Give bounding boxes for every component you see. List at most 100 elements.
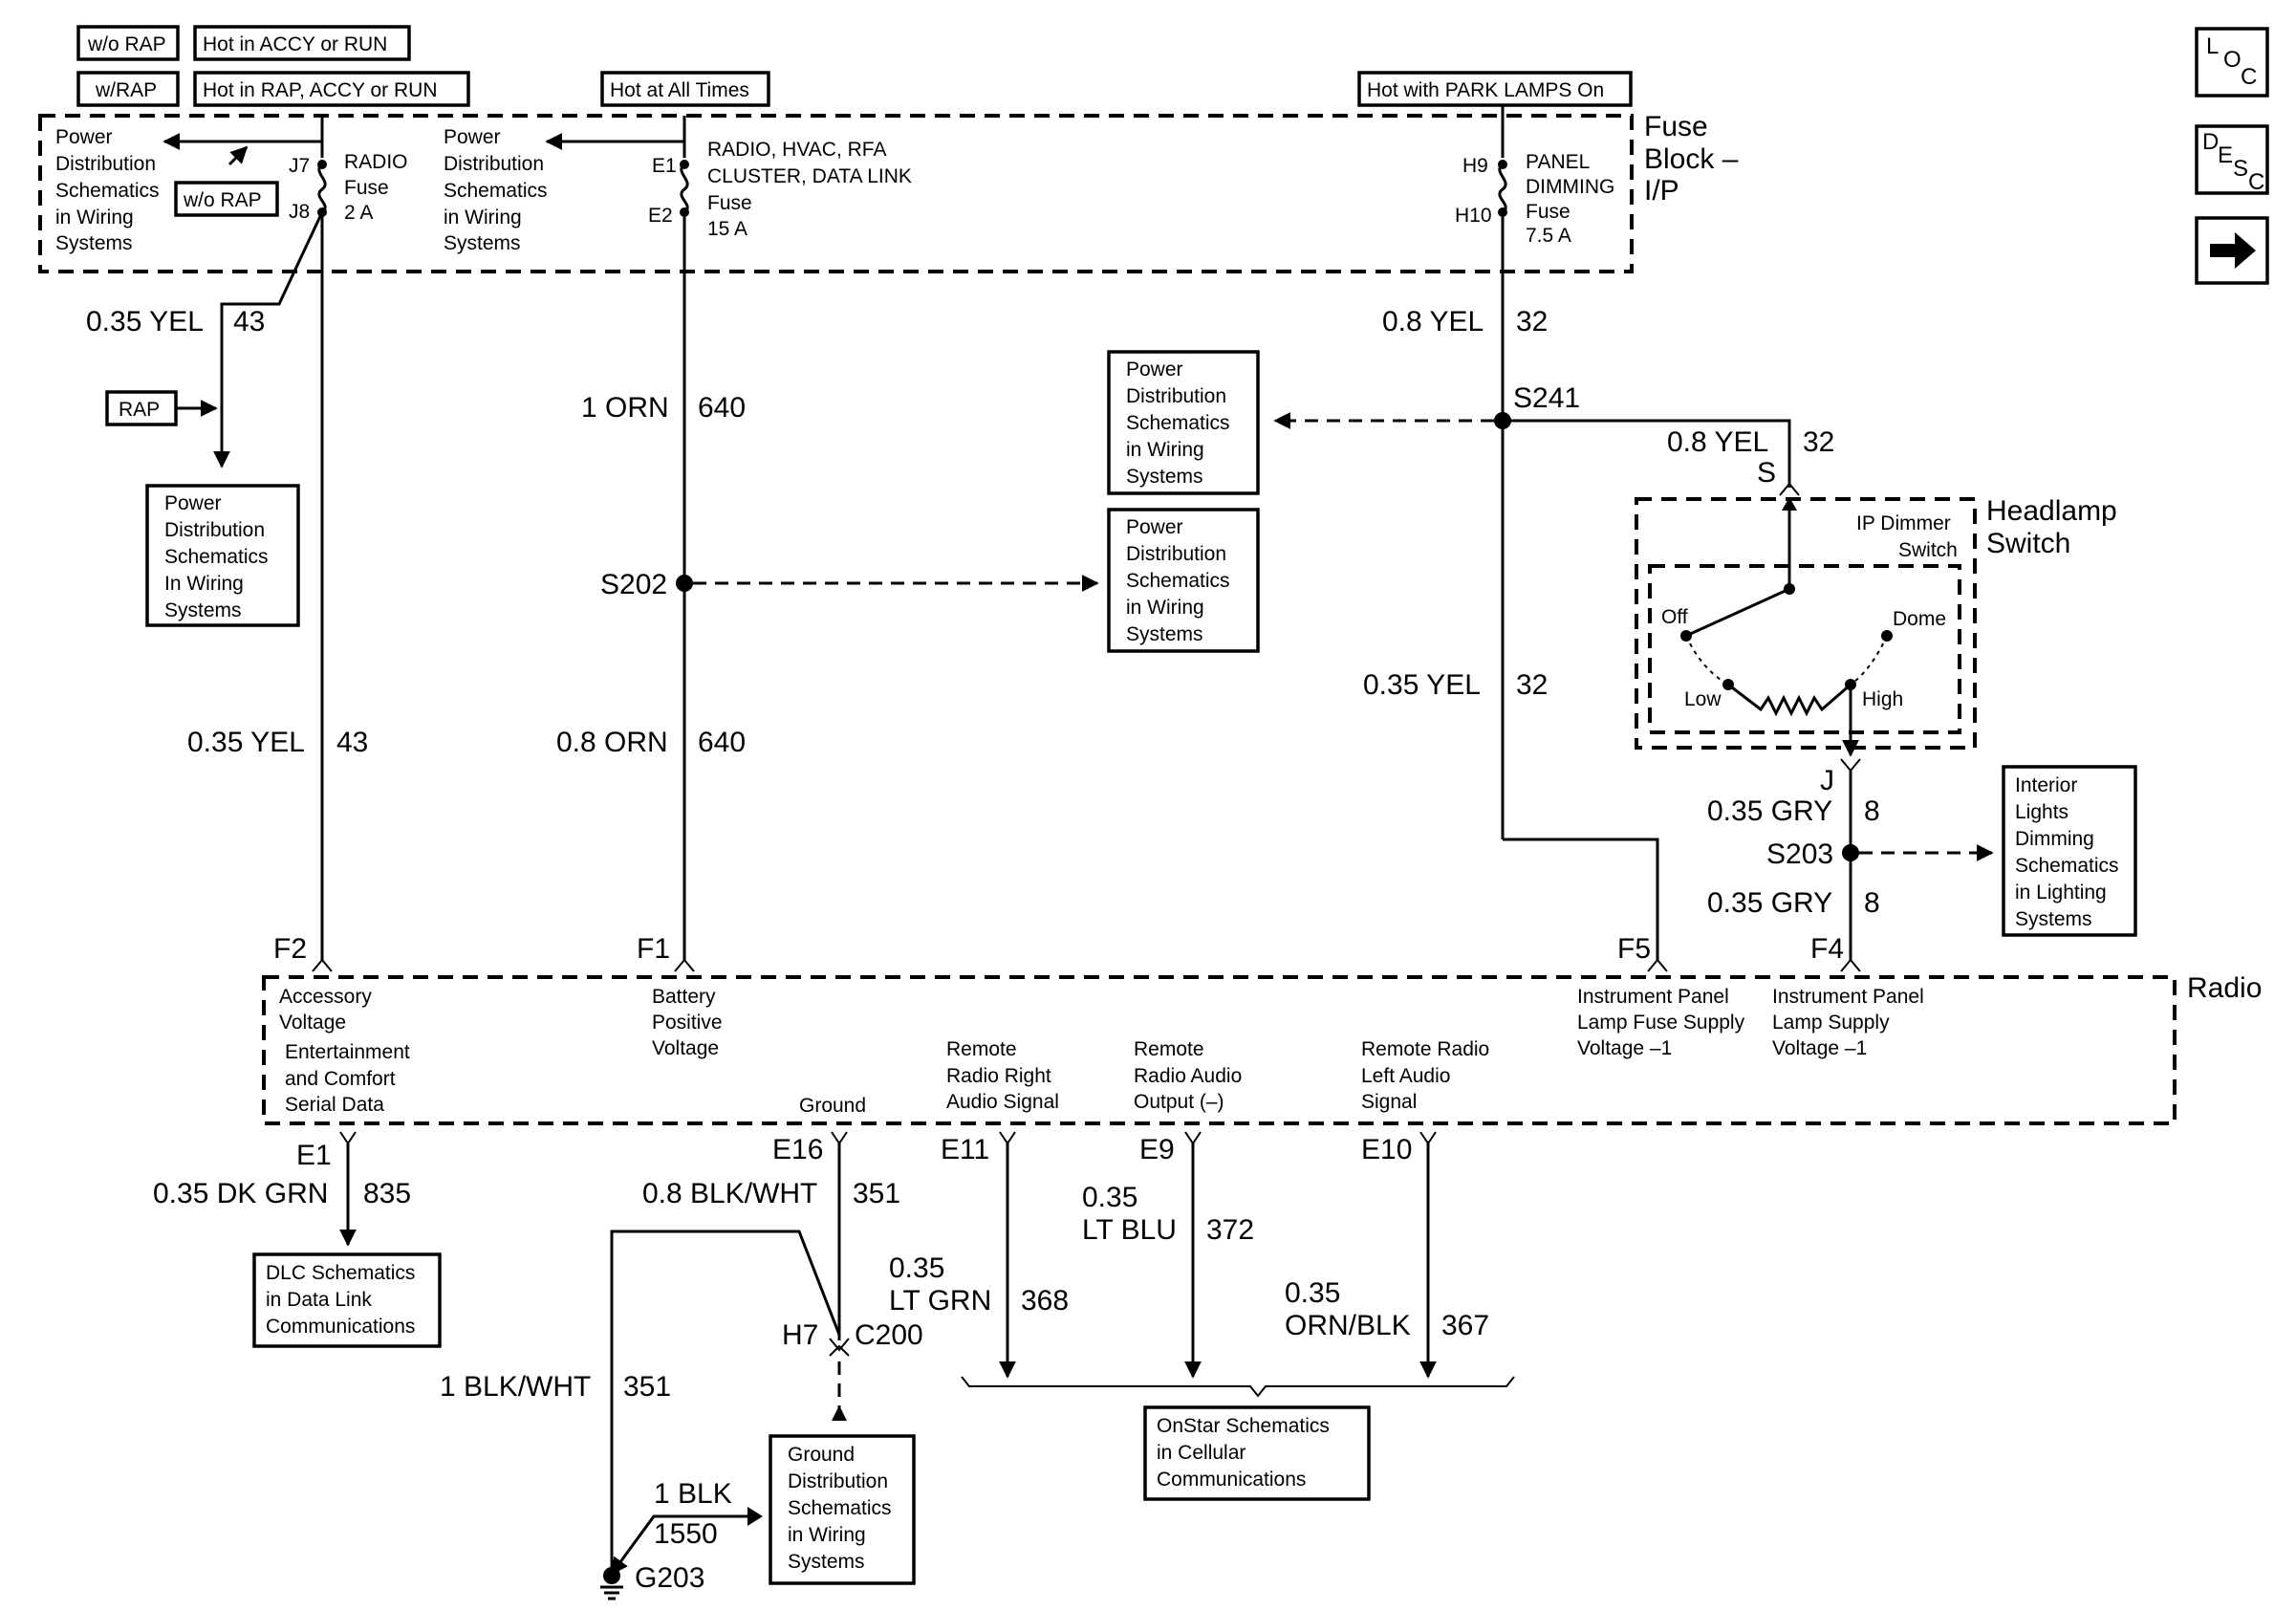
svg-text:Block –: Block – <box>1644 143 1739 175</box>
svg-text:367: 367 <box>1441 1310 1489 1341</box>
svg-text:1550: 1550 <box>654 1518 718 1550</box>
svg-text:S: S <box>1757 457 1776 489</box>
label-hot-all-times: Hot at All Times <box>600 71 770 107</box>
svg-text:Hot in RAP, ACCY or RUN: Hot in RAP, ACCY or RUN <box>203 79 437 101</box>
svg-text:0.35: 0.35 <box>1082 1182 1137 1213</box>
svg-text:Distribution: Distribution <box>164 519 265 541</box>
svg-text:Fuse: Fuse <box>1526 201 1570 223</box>
svg-text:Switch: Switch <box>1898 539 1958 561</box>
svg-text:32: 32 <box>1803 426 1834 458</box>
circuit-1550: 1 BLK 1550 <box>610 1478 763 1576</box>
next-page-button[interactable] <box>2195 216 2269 285</box>
pds-ref-mid-in-fuse: Power Distribution Schematics in Wiring … <box>444 126 548 254</box>
svg-text:Voltage: Voltage <box>652 1037 719 1059</box>
svg-text:S203: S203 <box>1766 838 1833 870</box>
svg-text:372: 372 <box>1206 1214 1254 1246</box>
svg-text:Switch: Switch <box>1986 528 2070 559</box>
svg-text:368: 368 <box>1021 1285 1069 1317</box>
fuse-block-outline <box>38 114 1634 273</box>
dlc-ref: DLC Schematics in Data Link Communicatio… <box>252 1252 442 1348</box>
svg-text:J: J <box>1820 765 1834 796</box>
svg-text:D: D <box>2202 129 2219 155</box>
svg-text:in Wiring: in Wiring <box>788 1524 866 1546</box>
svg-text:Lights: Lights <box>2015 801 2069 823</box>
label-hot-rap-accy-run: Hot in RAP, ACCY or RUN <box>193 71 470 107</box>
ground-dist-ref: Ground Distribution Schematics in Wiring… <box>769 1434 916 1585</box>
svg-text:J8: J8 <box>289 201 310 223</box>
svg-text:Systems: Systems <box>2015 908 2092 930</box>
svg-text:w/o RAP: w/o RAP <box>183 189 262 211</box>
svg-text:Systems: Systems <box>788 1551 865 1573</box>
svg-text:and Comfort: and Comfort <box>285 1068 396 1090</box>
svg-text:E10: E10 <box>1361 1134 1412 1165</box>
svg-text:Systems: Systems <box>164 599 242 621</box>
svg-text:Remote: Remote <box>946 1038 1017 1060</box>
svg-text:32: 32 <box>1516 306 1548 337</box>
svg-text:RADIO, HVAC, RFA: RADIO, HVAC, RFA <box>707 139 886 161</box>
svg-text:15 A: 15 A <box>707 218 747 240</box>
circuit-368: 0.35 LT GRN 368 <box>889 1143 1069 1379</box>
svg-text:Instrument Panel: Instrument Panel <box>1577 986 1729 1008</box>
pds-ref-right-upper: Power Distribution Schematics in Wiring … <box>1107 350 1260 495</box>
svg-text:351: 351 <box>623 1371 671 1403</box>
radio-pin-labels: Accessory Voltage Entertainment and Comf… <box>279 986 1924 1117</box>
svg-text:0.8 ORN: 0.8 ORN <box>556 727 668 758</box>
svg-text:Dome: Dome <box>1893 608 1946 630</box>
svg-text:Distribution: Distribution <box>1126 543 1226 565</box>
pds-ref-left-lower: Power Distribution Schematics In Wiring … <box>145 484 300 627</box>
svg-text:PANEL: PANEL <box>1526 151 1590 173</box>
svg-text:LT GRN: LT GRN <box>889 1285 991 1317</box>
svg-text:Systems: Systems <box>1126 466 1203 488</box>
svg-text:in Cellular: in Cellular <box>1157 1442 1245 1464</box>
svg-text:Power: Power <box>164 492 222 514</box>
svg-text:0.35 GRY: 0.35 GRY <box>1707 795 1832 827</box>
svg-text:Off: Off <box>1661 606 1688 628</box>
svg-text:Voltage –1: Voltage –1 <box>1772 1037 1867 1059</box>
svg-text:ORN/BLK: ORN/BLK <box>1285 1310 1411 1341</box>
desc-button[interactable]: D E S C <box>2195 124 2269 195</box>
svg-text:H9: H9 <box>1462 155 1488 177</box>
svg-text:8: 8 <box>1864 795 1880 827</box>
svg-text:Power: Power <box>1126 516 1183 538</box>
svg-text:Left Audio: Left Audio <box>1361 1065 1450 1087</box>
onstar-brace <box>961 1376 1515 1398</box>
svg-text:E9: E9 <box>1139 1134 1175 1165</box>
svg-text:in Data Link: in Data Link <box>266 1289 372 1311</box>
svg-text:Communications: Communications <box>1157 1469 1306 1491</box>
svg-text:E16: E16 <box>772 1134 823 1165</box>
onstar-ref: OnStar Schematics in Cellular Communicat… <box>1143 1405 1371 1501</box>
ground-g203-icon: G203 <box>600 1562 704 1600</box>
loc-button[interactable]: L O C <box>2195 27 2269 98</box>
svg-text:8: 8 <box>1864 887 1880 919</box>
svg-text:F2: F2 <box>273 933 307 965</box>
svg-text:835: 835 <box>363 1178 411 1209</box>
label-wo-rap-top: w/o RAP <box>76 25 180 61</box>
svg-text:In Wiring: In Wiring <box>164 573 244 595</box>
svg-text:C200: C200 <box>855 1319 923 1351</box>
svg-text:Schematics: Schematics <box>2015 855 2119 877</box>
svg-text:E2: E2 <box>648 205 673 227</box>
svg-text:Entertainment: Entertainment <box>285 1041 410 1063</box>
svg-text:Hot with PARK LAMPS On: Hot with PARK LAMPS On <box>1367 79 1604 101</box>
svg-text:Distribution: Distribution <box>55 153 156 175</box>
svg-text:F4: F4 <box>1810 933 1844 965</box>
svg-text:Hot in ACCY or RUN: Hot in ACCY or RUN <box>203 33 387 55</box>
svg-text:Lamp Fuse Supply: Lamp Fuse Supply <box>1577 1012 1745 1034</box>
svg-text:0.35 YEL: 0.35 YEL <box>1363 669 1481 701</box>
svg-text:E: E <box>2218 142 2233 168</box>
svg-text:H10: H10 <box>1455 205 1492 227</box>
svg-text:Dimming: Dimming <box>2015 828 2094 850</box>
svg-text:0.35 GRY: 0.35 GRY <box>1707 887 1832 919</box>
radio-outline <box>262 975 2177 1125</box>
svg-text:Remote: Remote <box>1134 1038 1204 1060</box>
svg-text:Fuse: Fuse <box>1644 111 1708 142</box>
svg-text:Fuse: Fuse <box>707 192 752 214</box>
svg-text:Instrument Panel: Instrument Panel <box>1772 986 1924 1008</box>
svg-text:LT BLU: LT BLU <box>1082 1214 1177 1246</box>
svg-text:Interior: Interior <box>2015 774 2077 796</box>
svg-text:DIMMING: DIMMING <box>1526 176 1614 198</box>
svg-text:Ground: Ground <box>799 1095 866 1117</box>
pds-ref-left-in-fuse: Power Distribution Schematics in Wiring … <box>55 126 160 254</box>
svg-text:0.8 BLK/WHT: 0.8 BLK/WHT <box>642 1178 817 1209</box>
